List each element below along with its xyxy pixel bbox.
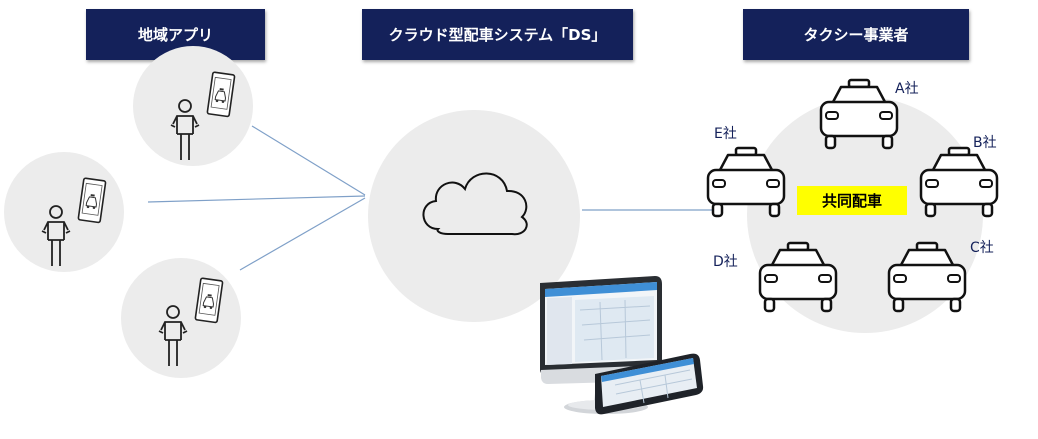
- cloud-circle: [368, 110, 580, 322]
- computer-monitor-icon: [540, 276, 662, 414]
- tablet-icon: [595, 353, 704, 415]
- connector-line-middle: [147, 195, 366, 203]
- shared-dispatch-label: 共同配車: [797, 186, 907, 215]
- user-circle-top: [133, 46, 253, 166]
- company-label-e: E社: [714, 126, 737, 142]
- connector-lines: [147, 125, 718, 271]
- connector-line-bottom: [239, 197, 366, 271]
- shared-dispatch-label-text: 共同配車: [821, 192, 882, 210]
- user-circle-middle: [4, 152, 124, 272]
- company-label-d: D社: [713, 254, 738, 270]
- header-taxi-operators-label: タクシー事業者: [803, 26, 909, 44]
- header-cloud-system-label: クラウド型配車システム「DS」: [388, 26, 607, 44]
- company-label-c: C社: [970, 240, 994, 256]
- connector-line-top: [251, 125, 366, 196]
- company-label-a: A社: [895, 81, 919, 97]
- company-label-b: B社: [973, 135, 997, 151]
- cloud-icon: [422, 172, 528, 236]
- header-local-app-label: 地域アプリ: [137, 26, 213, 44]
- header-taxi-operators: タクシー事業者: [743, 9, 969, 60]
- header-cloud-system: クラウド型配車システム「DS」: [362, 9, 633, 60]
- user-circle-bottom: [121, 258, 241, 378]
